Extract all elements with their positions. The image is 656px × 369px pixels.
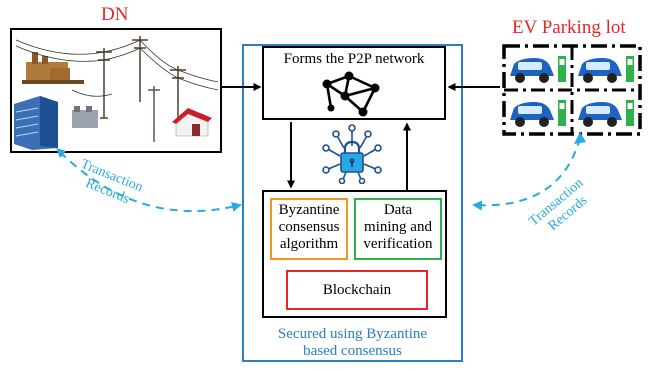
mining-label-line2: mining and	[364, 218, 432, 235]
p2p-network-box: Forms the P2P network	[262, 46, 446, 120]
dn-title: DN	[101, 4, 129, 25]
right-transaction-arc	[472, 137, 581, 211]
blockchain-box: Blockchain	[286, 270, 428, 310]
factory-icon	[22, 52, 84, 84]
container-caption-line2: based consensus	[303, 343, 402, 359]
left-arc-label: Transaction Records	[72, 157, 148, 212]
consensus-label-line2: consensus	[278, 218, 340, 235]
dn-panel	[10, 28, 222, 153]
data-mining-box: Data mining and verification	[354, 198, 442, 260]
mining-label-line1: Data	[383, 202, 413, 218]
ev-parking-panel	[502, 44, 642, 136]
mining-label-line3: verification	[363, 235, 433, 252]
ev-parking-title: EV Parking lot	[512, 17, 626, 38]
blockchain-container	[242, 44, 463, 362]
left-transaction-arc	[59, 151, 242, 213]
blockchain-label: Blockchain	[322, 282, 392, 298]
ev-charging-icon	[510, 56, 634, 127]
substation-icon	[72, 106, 98, 128]
right-arc-label: Transaction Records	[526, 173, 599, 241]
house-icon	[172, 108, 212, 137]
p2p-network-label: Forms the P2P network	[283, 51, 425, 67]
lock-circuit-icon	[322, 124, 382, 184]
p2p-network-icon	[322, 71, 380, 117]
consensus-label-line3: algorithm	[279, 235, 339, 252]
container-caption-line1: Secured using Byzantine	[277, 326, 428, 342]
consensus-label-line1: Byzantine	[278, 202, 340, 218]
power-grid-icon	[12, 30, 220, 151]
byzantine-consensus-box: Byzantine consensus algorithm	[270, 198, 348, 260]
building-icon	[14, 96, 58, 150]
